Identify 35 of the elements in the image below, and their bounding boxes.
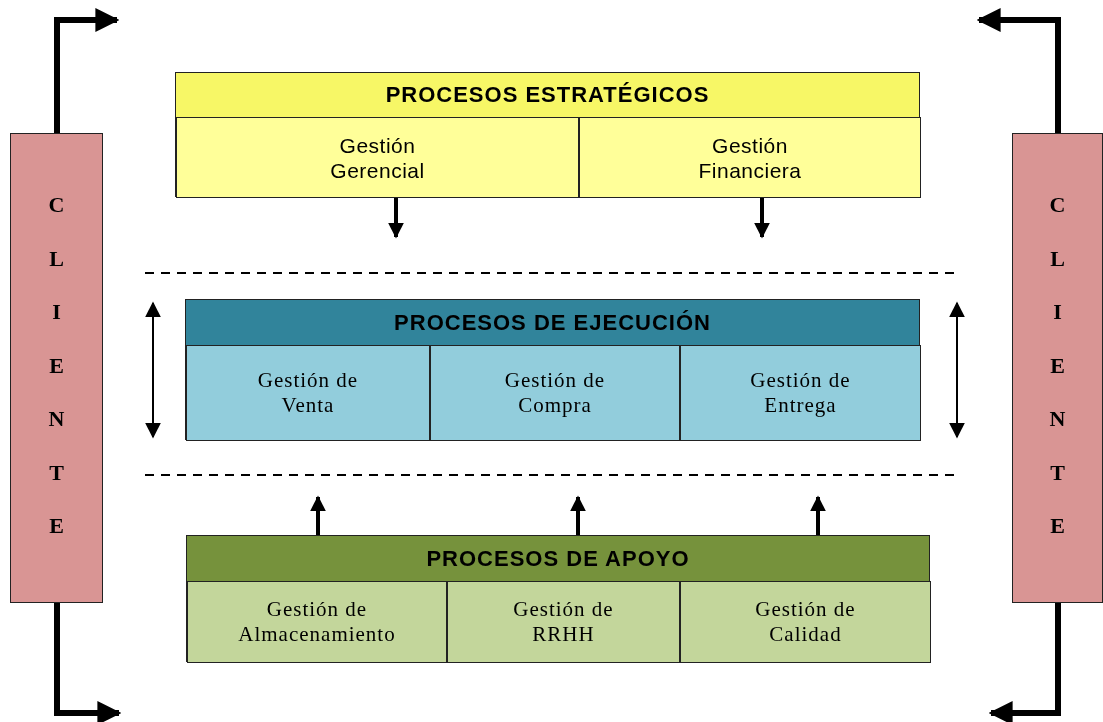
arrow	[570, 495, 586, 535]
arrow	[310, 495, 326, 535]
process-group-box	[186, 535, 930, 662]
process-box	[187, 581, 447, 663]
arrow	[810, 495, 826, 535]
client-label: CLIENTE	[47, 191, 66, 540]
arrow	[988, 603, 1061, 722]
process-group-box	[185, 299, 920, 440]
process-name: Gestión de Compra	[503, 368, 607, 418]
process-group-box	[175, 72, 920, 197]
process-box	[447, 581, 680, 663]
client-label: CLIENTE	[1048, 191, 1067, 540]
process-name: Gestión de Venta	[256, 368, 360, 418]
process-box	[176, 117, 579, 198]
arrow	[976, 8, 1061, 133]
process-box	[186, 345, 430, 441]
group-title: PROCESOS ESTRATÉGICOS	[176, 73, 919, 118]
process-name: Gestión Gerencial	[329, 132, 426, 183]
arrow	[54, 8, 120, 133]
process-box	[680, 581, 931, 663]
process-box	[579, 117, 921, 198]
process-name: Gestión de Calidad	[754, 597, 857, 647]
process-box	[430, 345, 680, 441]
arrow	[388, 197, 404, 239]
arrow	[754, 197, 770, 239]
process-name: Gestión Financiera	[697, 132, 803, 183]
process-name: Gestión de Entrega	[749, 368, 852, 418]
process-name: Gestión de RRHH	[512, 597, 615, 647]
arrow	[54, 603, 122, 722]
client-bar	[10, 133, 103, 603]
group-title: PROCESOS DE APOYO	[187, 536, 929, 582]
process-name: Gestión de Almacenamiento	[237, 597, 397, 647]
process-box	[680, 345, 921, 441]
client-bar	[1012, 133, 1103, 603]
group-title: PROCESOS DE EJECUCIÓN	[186, 300, 919, 346]
